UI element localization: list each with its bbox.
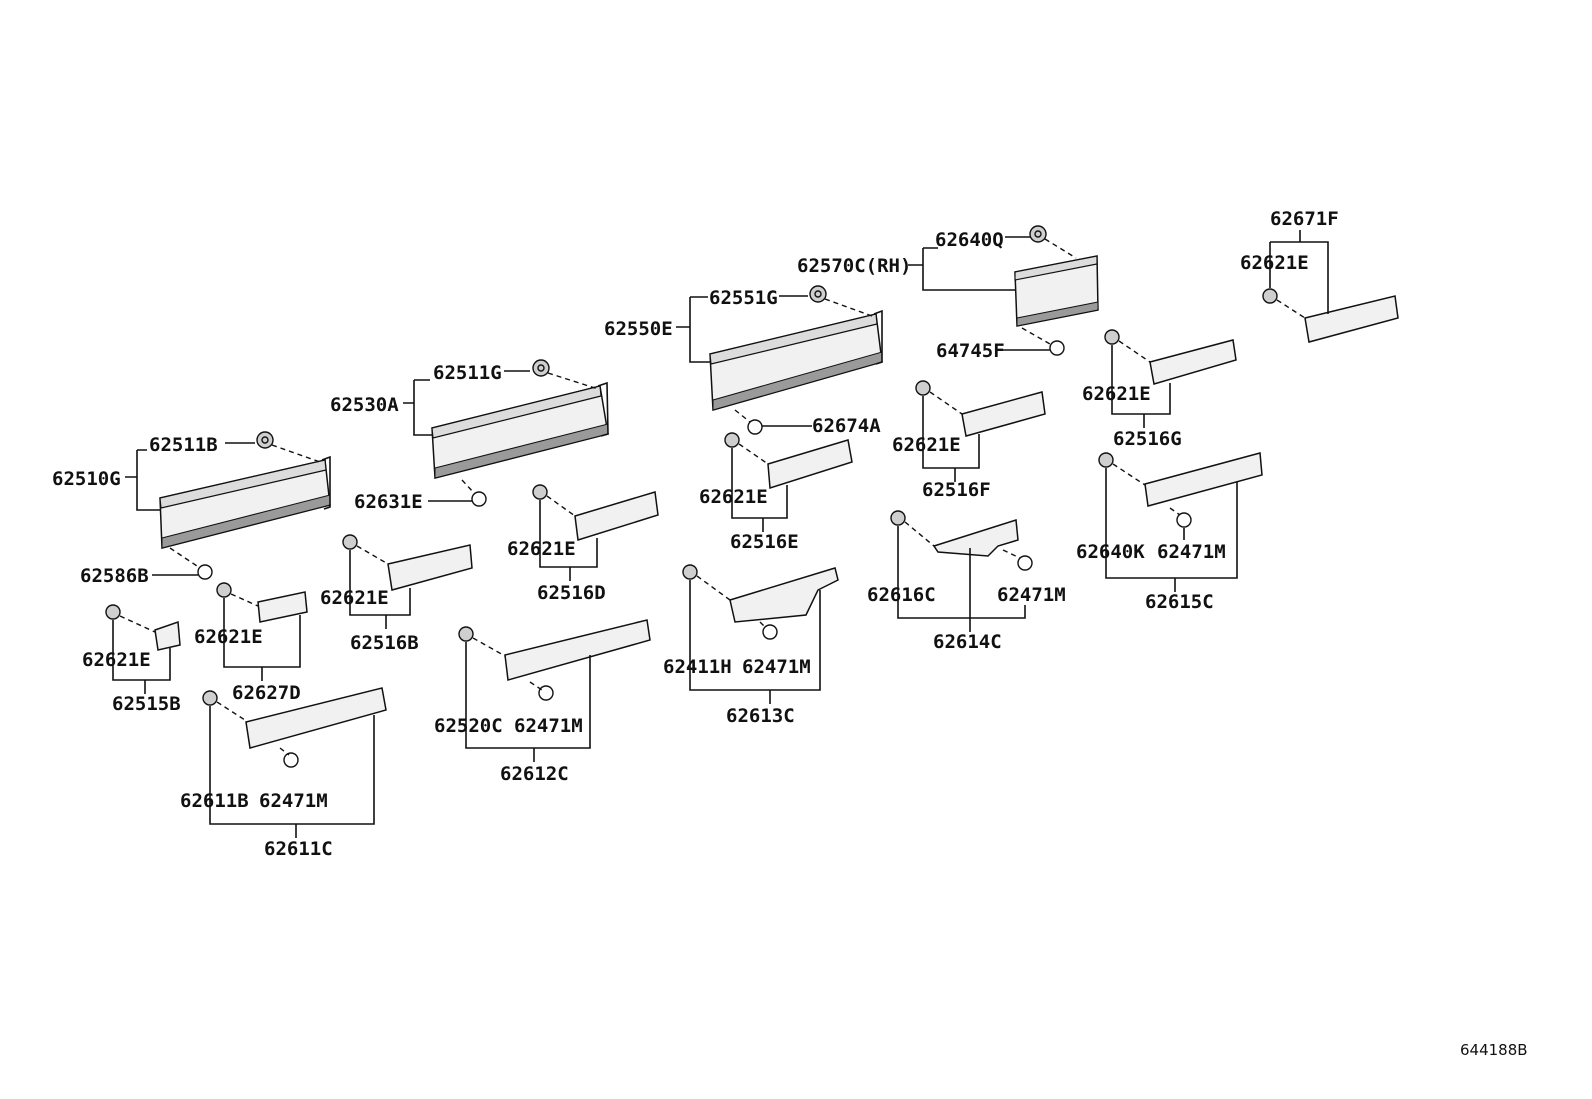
clip-icon <box>1104 329 1120 345</box>
diagram-code: 644188B <box>1460 1041 1528 1059</box>
bracket-62516e <box>767 439 853 489</box>
part-label: 62640Q <box>935 229 1004 251</box>
clip-icon <box>1262 288 1278 304</box>
part-label: 62516D <box>537 582 606 604</box>
part-label: 62411H <box>663 656 732 678</box>
clip-icon <box>809 285 827 303</box>
part-label: 62621E <box>892 434 961 456</box>
part-label: 62621E <box>82 649 151 671</box>
clip-icon <box>216 582 232 598</box>
part-label: 62511B <box>149 434 218 456</box>
plate-62614c <box>932 519 1019 557</box>
plug-icon <box>471 491 487 507</box>
part-label: 62611B <box>180 790 249 812</box>
part-label: 62511G <box>433 362 502 384</box>
part-label: 62614C <box>933 631 1002 653</box>
part-label: 62621E <box>1082 383 1151 405</box>
clip-icon <box>532 484 548 500</box>
panel-62510g <box>159 455 331 549</box>
part-label: 62551G <box>709 287 778 309</box>
part-label: 62621E <box>699 486 768 508</box>
plate-62613c <box>729 567 839 623</box>
plug-icon <box>1017 555 1033 571</box>
clip-icon <box>1098 452 1114 468</box>
part-label: 62471M <box>259 790 328 812</box>
clip-icon <box>724 432 740 448</box>
clip-icon <box>105 604 121 620</box>
part-label: 62615C <box>1145 591 1214 613</box>
part-label: 62516F <box>922 479 991 501</box>
plate-62612c <box>504 619 651 681</box>
part-label: 62550E <box>604 318 673 340</box>
part-label: 62613C <box>726 705 795 727</box>
part-label: 62612C <box>500 763 569 785</box>
clip-icon <box>202 690 218 706</box>
clip-icon <box>682 564 698 580</box>
part-label: 62471M <box>997 584 1066 606</box>
part-label: 62621E <box>320 587 389 609</box>
clip-icon <box>256 431 274 449</box>
bracket-62627d <box>257 591 308 623</box>
plug-icon <box>1176 512 1192 528</box>
part-label: 62520C <box>434 715 503 737</box>
bracket-62516d <box>574 491 659 541</box>
part-label: 62516B <box>350 632 419 654</box>
clip-icon <box>458 626 474 642</box>
panel-62570c <box>1014 255 1099 327</box>
callout-labels: 62510G 62511B 62586B 62621E 62515B 62621… <box>52 208 1339 860</box>
plug-icon <box>283 752 299 768</box>
bracket-62516f <box>961 391 1046 437</box>
panel-62530a <box>431 381 609 479</box>
part-label: 62516E <box>730 531 799 553</box>
part-label: 62570C(RH) <box>797 255 911 277</box>
bracket-62671f <box>1304 295 1399 343</box>
part-label: 62586B <box>80 565 149 587</box>
part-label: 62640K <box>1076 541 1145 563</box>
part-label: 62621E <box>507 538 576 560</box>
part-label: 64745F <box>936 340 1005 362</box>
clip-icon <box>342 534 358 550</box>
bracket-62516g <box>1149 339 1237 385</box>
plug-icon <box>762 624 778 640</box>
bracket-62516b <box>387 544 473 591</box>
part-label: 62530A <box>330 394 399 416</box>
part-label: 62621E <box>194 626 263 648</box>
plate-62611c <box>245 687 387 749</box>
part-label: 62516G <box>1113 428 1182 450</box>
clip-icon <box>890 510 906 526</box>
part-label: 62471M <box>514 715 583 737</box>
part-label: 62631E <box>354 491 423 513</box>
part-label: 62515B <box>112 693 181 715</box>
plug-icon <box>747 419 763 435</box>
plate-62615c <box>1144 452 1263 507</box>
panel-62550e <box>709 309 883 411</box>
part-label: 62471M <box>742 656 811 678</box>
part-label: 62671F <box>1270 208 1339 230</box>
plug-icon <box>197 564 213 580</box>
clip-icon <box>915 380 931 396</box>
part-label: 62674A <box>812 415 881 437</box>
bracket-62515b <box>154 620 181 651</box>
part-label: 62510G <box>52 468 121 490</box>
plug-icon <box>1049 340 1065 356</box>
plug-icon <box>538 685 554 701</box>
clip-icon <box>1029 225 1047 243</box>
part-label: 62611C <box>264 838 333 860</box>
part-label: 62627D <box>232 682 301 704</box>
part-label: 62621E <box>1240 252 1309 274</box>
clip-icon <box>532 359 550 377</box>
part-label: 62471M <box>1157 541 1226 563</box>
part-label: 62616C <box>867 584 936 606</box>
